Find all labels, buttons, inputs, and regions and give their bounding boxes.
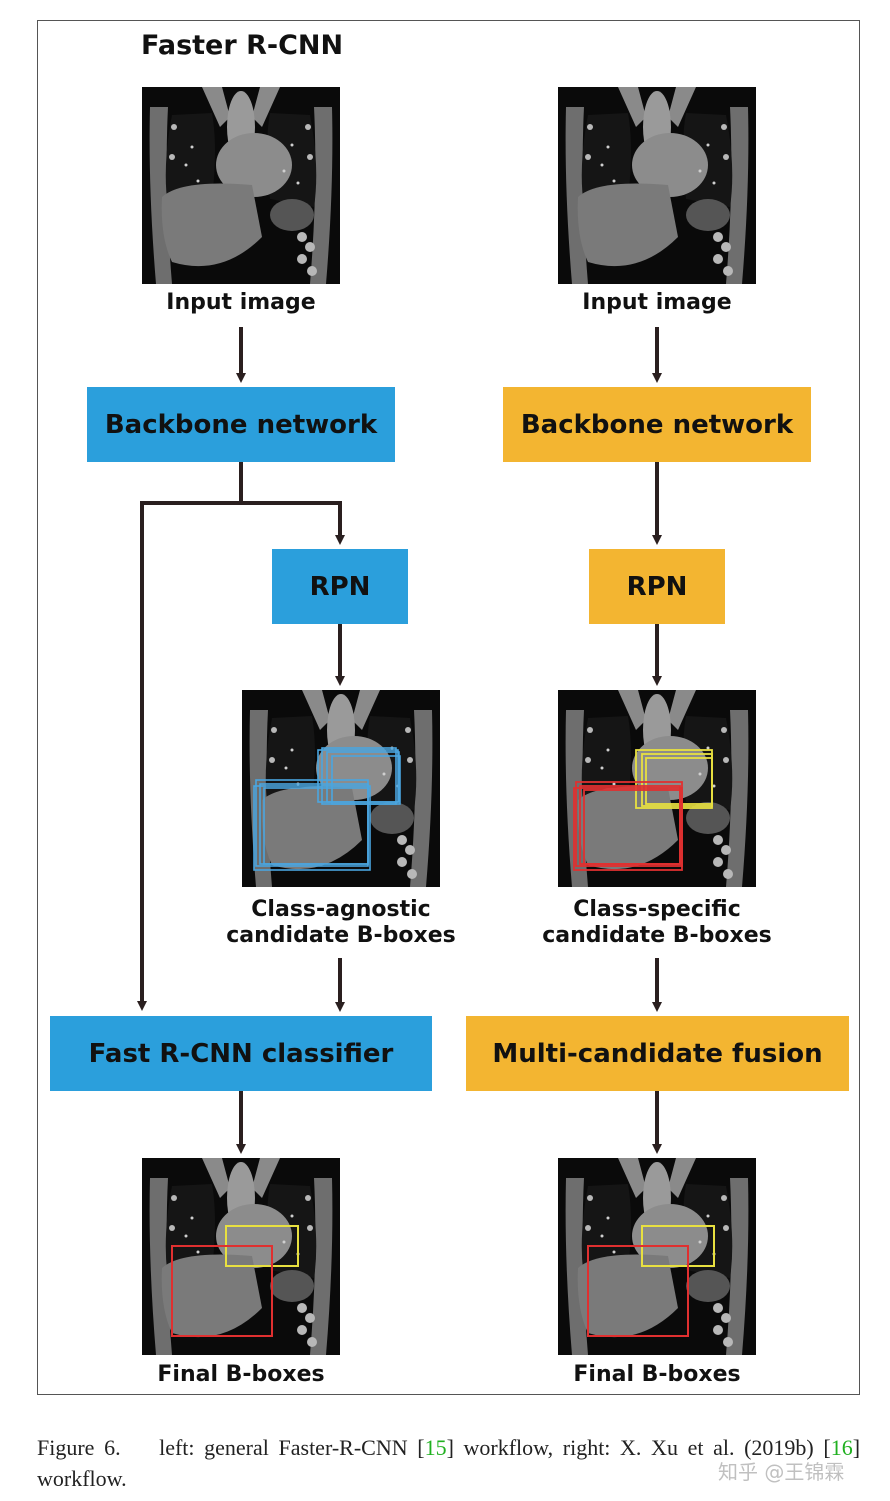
- left-title: Faster R-CNN: [141, 30, 344, 61]
- right-input-label: Input image: [582, 290, 732, 315]
- left-classifier-box: Fast R-CNN classifier: [50, 1016, 432, 1091]
- left-final-image: [142, 1158, 340, 1355]
- left-candidates-label-1: Class-agnostic: [251, 897, 431, 922]
- left-backbone-box: Backbone network: [87, 387, 395, 462]
- caption-ref-16[interactable]: 16: [830, 1435, 853, 1460]
- right-final-label: Final B-boxes: [573, 1362, 741, 1387]
- watermark: 知乎 @王锦霖: [718, 1460, 845, 1484]
- left-final-label: Final B-boxes: [157, 1362, 325, 1387]
- right-rpn-box: RPN: [589, 549, 725, 624]
- caption-text-c: ] workflow.: [37, 1435, 861, 1491]
- figure-frame: [37, 20, 860, 1395]
- right-candidates-image: [558, 690, 756, 887]
- left-input-label: Input image: [166, 290, 316, 315]
- left-input-image: [142, 87, 340, 284]
- left-candidates-image: [242, 690, 440, 887]
- caption-text-a: left: general Faster-R-CNN [: [159, 1435, 425, 1460]
- right-input-image: [558, 87, 756, 284]
- right-backbone-box: Backbone network: [503, 387, 811, 462]
- right-candidates-label-2: candidate B-boxes: [542, 923, 772, 948]
- left-rpn-box: RPN: [272, 549, 408, 624]
- figure-caption: Figure 6. left: general Faster-R-CNN [15…: [37, 1432, 860, 1494]
- left-candidates-label-2: candidate B-boxes: [226, 923, 456, 948]
- right-final-image: [558, 1158, 756, 1355]
- caption-prefix: Figure 6.: [37, 1435, 121, 1460]
- caption-text-b: ] workflow, right: X. Xu et al. (2019b) …: [446, 1435, 831, 1460]
- right-candidates-label-1: Class-specific: [573, 897, 741, 922]
- caption-ref-15[interactable]: 15: [424, 1435, 447, 1460]
- right-fusion-box: Multi-candidate fusion: [466, 1016, 849, 1091]
